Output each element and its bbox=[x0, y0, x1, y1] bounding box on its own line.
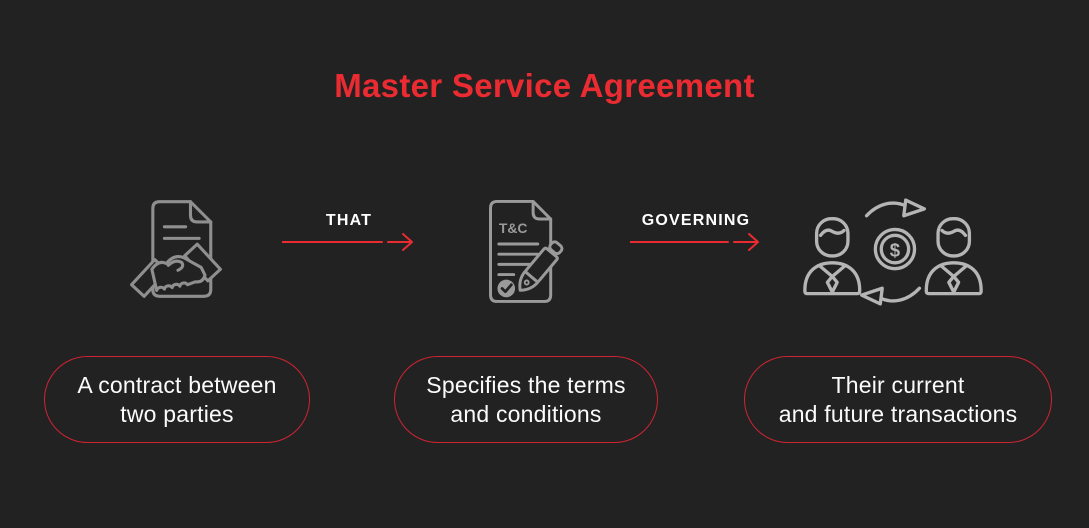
tc-label: T&C bbox=[499, 220, 528, 236]
caption-text: Specifies the terms and conditions bbox=[426, 371, 626, 427]
caption-text: A contract between two parties bbox=[77, 371, 277, 427]
connector-label: GOVERNING bbox=[641, 212, 751, 229]
connector-that: THAT bbox=[282, 212, 416, 254]
handshake bbox=[130, 242, 222, 298]
connector-label: THAT bbox=[325, 212, 373, 229]
person-left-icon bbox=[803, 217, 862, 296]
red-arrow-icon bbox=[282, 233, 413, 251]
pen-body bbox=[524, 246, 559, 283]
cycle-arrow-bottom-icon bbox=[859, 286, 922, 306]
hair-line bbox=[818, 228, 846, 238]
currency-symbol: $ bbox=[890, 240, 901, 261]
handshake-right-sleeve bbox=[183, 242, 222, 283]
caption-pill-transactions: Their current and future transactions bbox=[744, 356, 1052, 443]
terms-and-conditions-icon: T&C bbox=[472, 194, 572, 307]
collar bbox=[817, 264, 847, 279]
tc-document: T&C bbox=[489, 199, 553, 303]
shoulders bbox=[803, 261, 862, 296]
caption-text: Their current and future transactions bbox=[778, 371, 1018, 427]
transactions-cycle-icon: $ bbox=[798, 196, 988, 308]
person-right-icon bbox=[924, 217, 983, 296]
cycle-arrow-top-icon bbox=[864, 198, 927, 218]
handshake-hands bbox=[150, 255, 207, 293]
tie bbox=[825, 274, 839, 294]
caption-pill-terms: Specifies the terms and conditions bbox=[394, 356, 658, 443]
fountain-pen bbox=[518, 240, 564, 292]
red-arrow-icon bbox=[630, 233, 759, 251]
caption-pill-contract: A contract between two parties bbox=[44, 356, 310, 443]
pen-cap bbox=[548, 240, 564, 256]
check-badge bbox=[497, 279, 516, 298]
connector-governing: GOVERNING bbox=[630, 212, 762, 254]
dollar-coin-icon: $ bbox=[873, 227, 917, 271]
contract-handshake-icon bbox=[120, 192, 232, 306]
page-title: Master Service Agreement bbox=[334, 67, 755, 104]
handshake-thumb bbox=[166, 259, 185, 272]
